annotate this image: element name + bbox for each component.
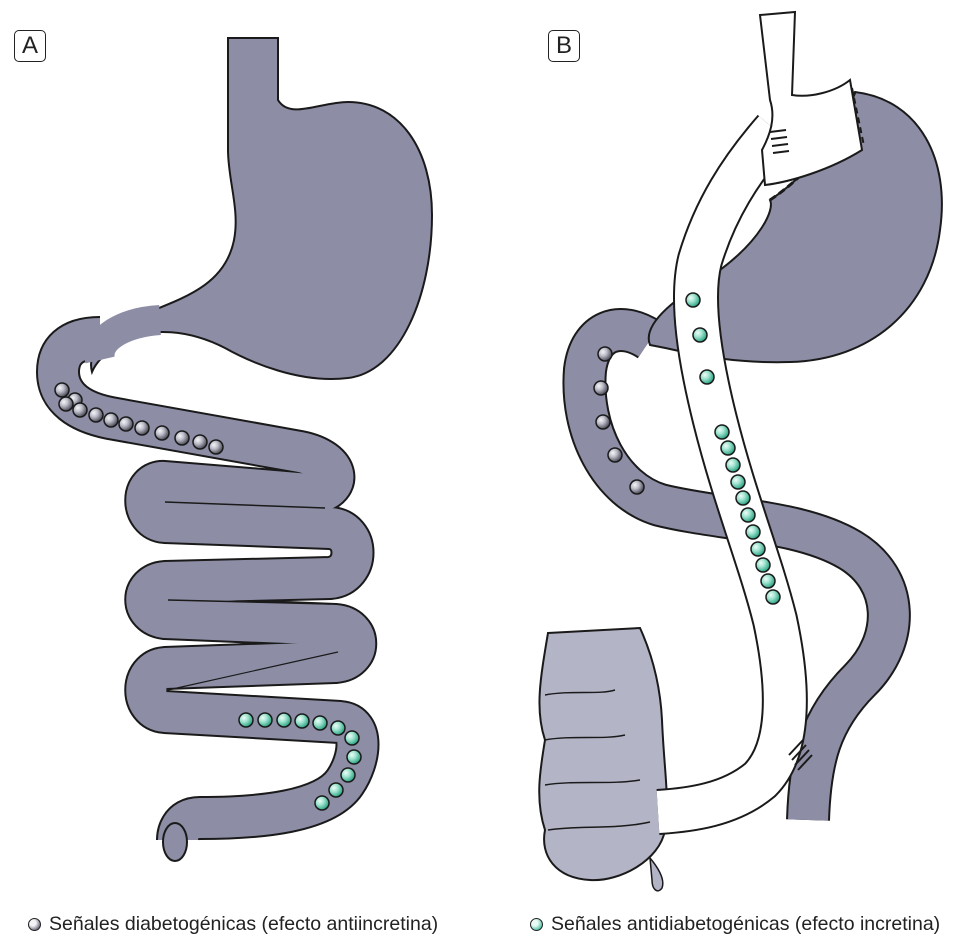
signal-dark xyxy=(209,440,223,454)
signal-dark xyxy=(89,408,103,422)
gastric-pouch xyxy=(760,12,862,185)
signal-dark xyxy=(596,415,610,429)
signal-teal xyxy=(751,542,765,556)
signal-dark xyxy=(608,448,622,462)
signal-dark xyxy=(135,421,149,435)
signal-teal xyxy=(239,713,253,727)
panel-label-b: B xyxy=(548,30,580,62)
signal-teal xyxy=(686,293,700,307)
signal-dark xyxy=(594,381,608,395)
signal-dark xyxy=(119,417,133,431)
legend-antidiabetogenic: Señales antidiabetogénicas (efecto incre… xyxy=(530,913,940,936)
signal-teal xyxy=(756,558,770,572)
colon xyxy=(539,628,667,880)
signal-teal xyxy=(736,491,750,505)
signal-dark xyxy=(104,413,118,427)
signal-dark xyxy=(73,403,87,417)
signal-teal xyxy=(715,425,729,439)
panel-a-anatomy xyxy=(55,38,432,861)
signal-teal xyxy=(721,441,735,455)
signal-teal xyxy=(295,714,309,728)
signal-dark xyxy=(193,435,207,449)
signal-teal xyxy=(315,796,329,810)
appendix xyxy=(650,858,663,891)
signal-teal xyxy=(347,750,361,764)
signal-teal xyxy=(700,370,714,384)
signal-dark xyxy=(630,480,644,494)
signal-dark xyxy=(155,426,169,440)
signal-dark xyxy=(59,397,73,411)
signal-teal xyxy=(329,783,343,797)
signal-dark xyxy=(55,383,69,397)
legend-diabetogenic-label: Señales diabetogénicas (efecto antiincre… xyxy=(49,913,438,936)
panel-b-anatomy xyxy=(539,12,942,891)
antidiabetogenic-dot-icon xyxy=(530,918,543,931)
signal-teal xyxy=(341,768,355,782)
signal-dark xyxy=(175,431,189,445)
signal-teal xyxy=(258,713,272,727)
signal-teal xyxy=(331,721,345,735)
signal-teal xyxy=(345,731,359,745)
signal-teal xyxy=(313,716,327,730)
signal-dark xyxy=(598,347,612,361)
diabetogenic-dot-icon xyxy=(28,918,41,931)
signal-teal xyxy=(693,328,707,342)
signal-teal xyxy=(277,713,291,727)
legend-antidiabetogenic-label: Señales antidiabetogénicas (efecto incre… xyxy=(551,913,940,936)
panel-label-a: A xyxy=(14,30,46,62)
signal-teal xyxy=(761,574,775,588)
signal-teal xyxy=(766,590,780,604)
signal-teal xyxy=(746,525,760,539)
signal-teal xyxy=(726,458,740,472)
legend-diabetogenic: Señales diabetogénicas (efecto antiincre… xyxy=(28,913,438,936)
signal-teal xyxy=(731,475,745,489)
signal-teal xyxy=(741,508,755,522)
